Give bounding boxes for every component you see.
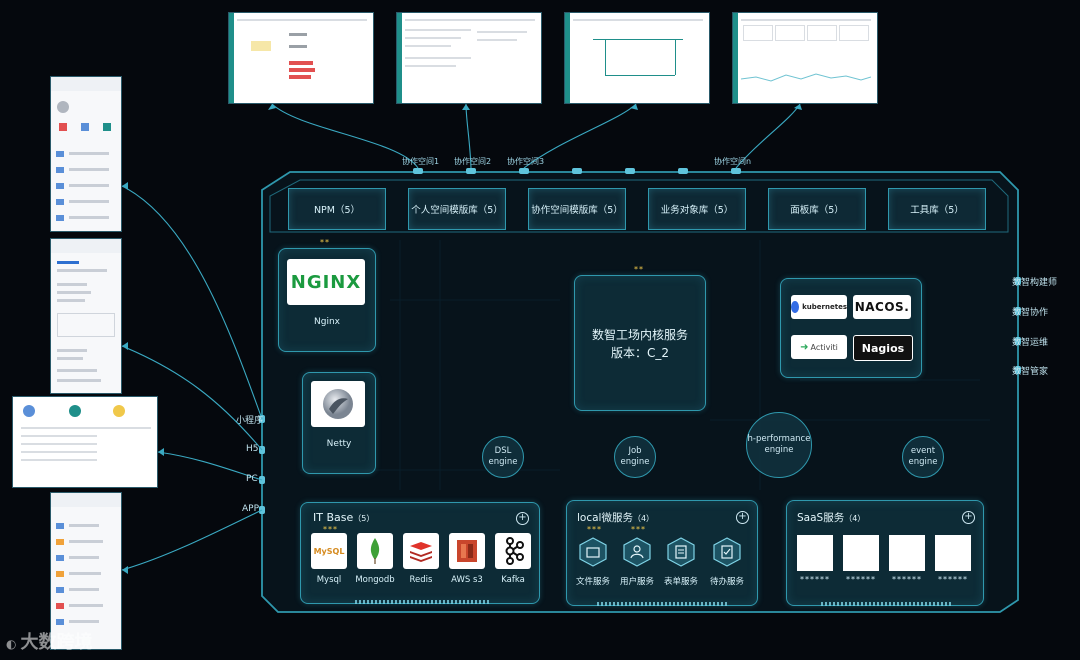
nginx-stars: ** [320,238,330,247]
kubernetes-icon [791,301,800,313]
library-tools[interactable]: 工具库（5） [888,188,986,230]
channel-label-app: APP [242,504,260,514]
local-service-label: 用户服务 [619,577,654,587]
netty-logo [311,381,365,427]
screenshot-dashboard [732,12,878,104]
kafka-icon [505,537,524,565]
local-service-label: 文件服务 [575,577,610,587]
library-business-objects[interactable]: 业务对象库（5） [648,188,746,230]
core-stars: ** [634,265,644,274]
local-services-count: （4） [632,514,655,523]
file-service-stars: *** [587,525,602,534]
todo-service-icon [713,537,741,567]
local-services-group[interactable]: local微服务（4） + *** *** 文件服务 用户服务 表单服务 待办服… [566,500,758,606]
screenshot-document [396,12,542,104]
redis-icon [410,542,432,562]
nginx-label: Nginx [314,317,340,327]
aws-s3-logo [449,533,485,569]
mongodb-leaf-icon [370,538,380,564]
saas-service-label: ****** [938,575,968,584]
role-label: 数智运维 [1012,338,1049,348]
ops-tools-node[interactable]: kubernetes NACOS. ➜ Activiti Nagios [780,278,922,378]
nacos-logo: NACOS. [853,295,911,319]
saas-count: （4） [844,514,866,523]
collab-space-label: 协作空间1 [402,157,440,166]
it-base-stars: *** [323,525,338,534]
saas-title: SaaS服务 [797,512,845,524]
core-service-node[interactable]: 数智工场内核服务 版本：C_2 [574,275,706,411]
it-base-item-label: AWS s3 [451,575,483,585]
it-base-item-label: Mysql [316,575,342,585]
mysql-logo: MySQL [311,533,347,569]
role-label: 数智构建师 [1012,278,1058,288]
it-base-count: （5） [353,514,375,523]
local-service-label: 待办服务 [709,577,744,587]
netty-label: Netty [326,439,352,449]
nagios-logo: Nagios [853,335,913,361]
channel-label-miniprogram: 小程序 [236,416,264,426]
saas-service-label: ****** [800,575,830,584]
redis-logo [403,533,439,569]
collab-space-label: 协作空间2 [454,157,492,166]
file-service-icon [579,537,607,567]
library-npm[interactable]: NPM（5） [288,188,386,230]
library-panels[interactable]: 面板库（5） [768,188,866,230]
screenshot-h5 [50,238,122,394]
user-service-stars: *** [631,525,646,534]
kafka-logo [495,533,531,569]
watermark-logo-icon: ◐ [6,637,17,651]
kubernetes-logo: kubernetes [791,295,847,319]
it-base-item-label: Redis [409,575,433,585]
core-service-version: 版本：C_2 [610,346,669,360]
local-service-label: 表单服务 [663,577,698,587]
nginx-node[interactable]: NGINX Nginx [278,248,376,352]
screenshot-mini-program [50,76,122,232]
it-base-item-label: Mongodb [355,575,395,585]
netty-node[interactable]: Netty [302,372,376,474]
mongodb-logo [357,533,393,569]
core-service-title: 数智工场内核服务 [591,328,688,342]
collab-space-label: 协作空间3 [507,157,545,166]
it-base-item-label: Kafka [501,575,525,585]
role-label: 数智协作 [1012,308,1049,318]
saas-service-tile[interactable] [843,535,879,571]
library-collab-templates[interactable]: 协作空间模版库（5） [528,188,626,230]
saas-service-tile[interactable] [935,535,971,571]
user-service-icon [623,537,651,567]
saas-services-group[interactable]: SaaS服务（4） + ****** ****** ****** ****** [786,500,984,606]
add-it-base-icon[interactable]: + [516,512,529,525]
add-local-service-icon[interactable]: + [736,511,749,524]
it-base-title: IT Base [313,511,354,524]
saas-service-tile[interactable] [889,535,925,571]
library-personal-templates[interactable]: 个人空间模版库（5） [408,188,506,230]
it-base-group[interactable]: IT Base（5） + *** MySQL Mysql Mongodb Red… [300,502,540,604]
form-service-icon [667,537,695,567]
screenshot-app [50,492,122,650]
nginx-logo: NGINX [287,259,365,305]
activiti-logo: ➜ Activiti [791,335,847,359]
screenshot-mindmap [228,12,374,104]
collab-space-label: 协作空间n [714,157,752,166]
saas-service-tile[interactable] [797,535,833,571]
channel-label-h5: H5 [246,444,259,454]
screenshot-flow [564,12,710,104]
role-label: 数智管家 [1012,367,1049,377]
channel-label-pc: PC [246,474,258,484]
activiti-icon: ➜ [800,341,809,353]
saas-service-label: ****** [846,575,876,584]
aws-s3-icon [457,540,477,562]
add-saas-service-icon[interactable]: + [962,511,975,524]
screenshot-pc [12,396,158,488]
saas-service-label: ****** [892,575,922,584]
watermark: ◐大数跨境 [6,632,93,653]
netty-icon [323,389,353,419]
local-services-title: local微服务 [577,512,633,524]
